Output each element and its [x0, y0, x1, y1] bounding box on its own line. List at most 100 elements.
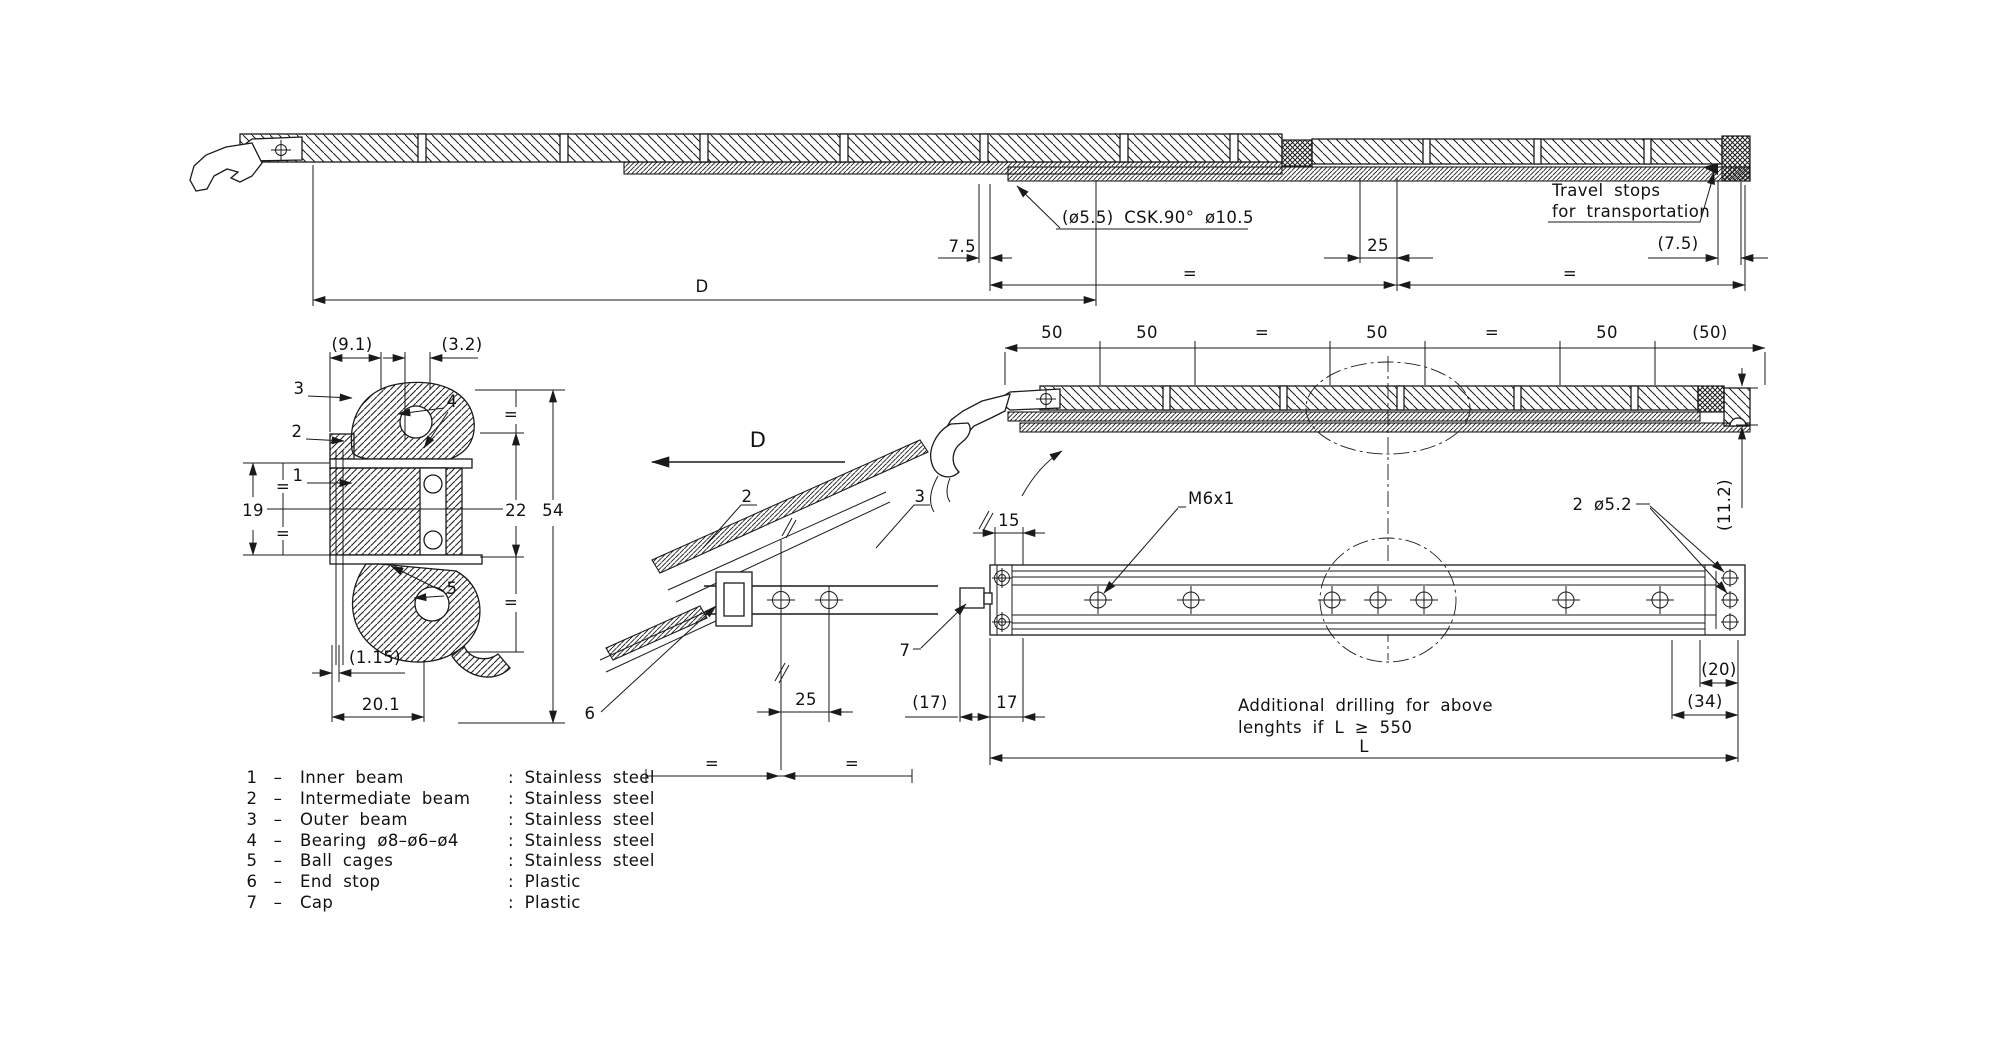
closed-beam-joints: [1162, 385, 1639, 411]
dim-3-2: (3.2): [441, 335, 482, 354]
part-material: : Stainless steel: [508, 768, 655, 787]
parts-list-row: 4 – Bearing ø8–ø6–ø4 : Stainless steel: [247, 831, 655, 850]
view-cross-section: (9.1) (3.2) 3 2 4 1 5 19 =: [239, 335, 566, 724]
handle: [189, 142, 263, 192]
part-label-5: 5: [447, 579, 458, 598]
part-num: 3: [247, 810, 258, 829]
part-sep: –: [274, 831, 283, 850]
detail-dim-25: 25: [795, 690, 817, 709]
section-dimensions: (9.1) (3.2) 3 2 4 1 5 19 =: [239, 335, 566, 724]
cap-neck: [983, 592, 993, 605]
closed-dim-6: (50): [1692, 323, 1727, 342]
web-top: [329, 458, 473, 469]
part-name: Cap: [300, 893, 333, 912]
closed-outer-beam: [1039, 385, 1699, 411]
part-sep: –: [274, 872, 283, 891]
parts-list-row: 6 – End stop : Plastic: [247, 872, 581, 891]
detail-geometry: [599, 439, 994, 770]
equal-mark-right-1: =: [504, 405, 518, 424]
dim-1-15: (1.15): [349, 648, 401, 667]
part-material: : Stainless steel: [508, 851, 655, 870]
part-name: Outer beam: [300, 810, 408, 829]
dim-17: 17: [996, 693, 1018, 712]
drilling-note-2: lenghts if L ≥ 550: [1238, 718, 1412, 737]
bearing-lower: [423, 530, 443, 550]
end-screw-holes: [1721, 569, 1739, 631]
callout-m6x1: M6x1: [1188, 489, 1235, 508]
dim-25: 25: [1367, 236, 1389, 255]
dim-20-ref: (20): [1701, 660, 1736, 679]
lower-beam-oblique: [605, 605, 708, 661]
callout-2-holes: 2 ø5.2: [1573, 495, 1632, 514]
view-extended-slide: (ø5.5) CSK.90° ø10.5 7.5 25 = = (7.5) D: [189, 133, 1768, 306]
extended-geometry: [189, 133, 1751, 192]
part-label-1: 1: [293, 466, 304, 485]
end-stop-inner: [723, 582, 745, 617]
latch-block: [1281, 139, 1313, 167]
intermediate-lip: [329, 433, 355, 460]
part-material: : Plastic: [508, 893, 581, 912]
inner-beam: [1311, 138, 1723, 165]
closed-dim-2: =: [1255, 323, 1269, 342]
part-label-3: 3: [294, 379, 305, 398]
parts-list-row: 1 – Inner beam : Stainless steel: [247, 768, 655, 787]
detail-equal-right: =: [845, 754, 859, 773]
parts-list-row: 2 – Intermediate beam : Stainless steel: [247, 789, 655, 808]
closed-dim-4: =: [1485, 323, 1499, 342]
dim-length-l: L: [1359, 737, 1369, 756]
drilling-geometry: [959, 537, 1746, 663]
dim-15: 15: [998, 511, 1020, 530]
closed-dim-5: 50: [1596, 323, 1618, 342]
bottom-rail: [1007, 166, 1751, 182]
hand: [930, 422, 971, 478]
part-name: End stop: [300, 872, 380, 891]
part-material: : Stainless steel: [508, 831, 655, 850]
dim-overall-d: D: [695, 277, 708, 296]
csk-callout: (ø5.5) CSK.90° ø10.5: [1062, 208, 1254, 227]
label-7: 7: [900, 641, 911, 660]
part-num: 5: [247, 851, 258, 870]
dim-17-ref: (17): [912, 693, 947, 712]
section-geometry: [329, 381, 511, 678]
inner-beam-joints: [1422, 138, 1652, 165]
part-label-4: 4: [447, 392, 458, 411]
part-sep: –: [274, 851, 283, 870]
part-material: : Plastic: [508, 872, 581, 891]
cap: [959, 587, 985, 609]
part-sep: –: [274, 768, 283, 787]
outer-beam-oblique: [651, 439, 929, 574]
equal-mark-left-2: =: [276, 524, 290, 543]
equal-span-right: =: [1563, 264, 1577, 283]
detail-equal-left: =: [705, 754, 719, 773]
part-num: 1: [247, 768, 258, 787]
outer-beam: [239, 133, 1283, 163]
web-bottom: [329, 554, 483, 565]
break-marks: [774, 510, 994, 684]
travel-stops-note-2: for transportation: [1552, 202, 1710, 221]
equal-mark-right-2: =: [504, 593, 518, 612]
part-material: : Stainless steel: [508, 789, 655, 808]
dim-11-2: (11.2): [1715, 479, 1734, 531]
pull-arrow: [1021, 450, 1063, 497]
closed-latch-block: [1697, 385, 1725, 413]
view-detail-d: D 2 3 6 25 = =: [585, 428, 994, 783]
parts-list: 1 – Inner beam : Stainless steel 2 – Int…: [247, 768, 655, 912]
dim-34-ref: (34): [1687, 692, 1722, 711]
part-label-2: 2: [292, 422, 303, 441]
part-sep: –: [274, 810, 283, 829]
detail-region-circle-bottom: [1319, 537, 1457, 663]
part-name: Bearing ø8–ø6–ø4: [300, 831, 459, 850]
equal-mark-left-1: =: [276, 477, 290, 496]
equal-span-left: =: [1183, 264, 1197, 283]
closed-height-dim: (11.2): [1715, 368, 1758, 531]
dim-19: 19: [242, 501, 264, 520]
detail-label-3: 3: [915, 487, 926, 506]
parts-list-row: 7 – Cap : Plastic: [247, 893, 581, 912]
part-num: 7: [247, 893, 258, 912]
view-arrow-label: D: [750, 428, 767, 452]
detail-annotations: D 2 3 6 25 = =: [585, 428, 930, 783]
travel-stop-block: [1721, 135, 1751, 182]
parts-list-row: 3 – Outer beam : Stainless steel: [247, 810, 655, 829]
